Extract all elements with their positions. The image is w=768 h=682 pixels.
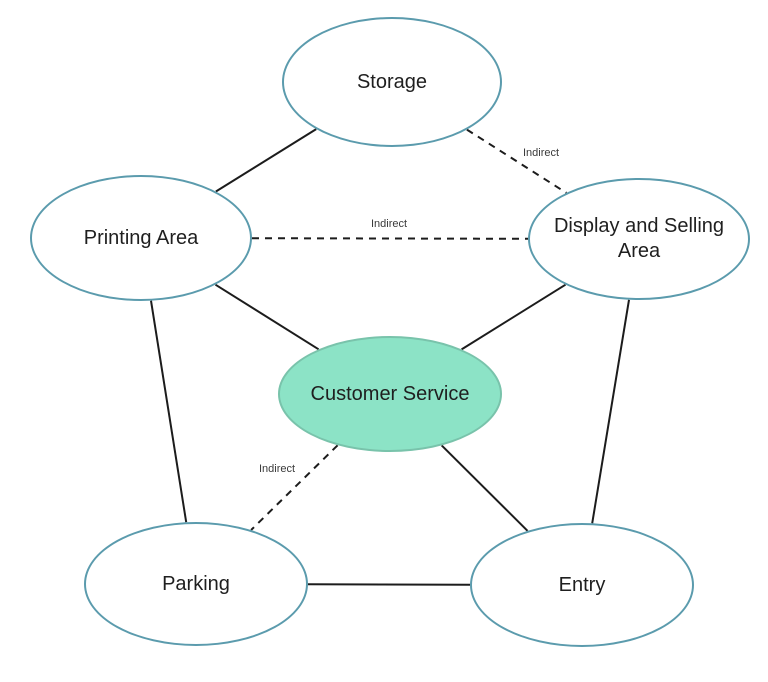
edge-label-customerservice-parking: Indirect [258,463,296,475]
node-printing-area: Printing Area [30,175,252,301]
node-entry-label: Entry [558,573,606,596]
node-parking-label: Parking [162,572,230,595]
node-storage-label: Storage [356,70,428,93]
edge-storage--display-selling-area-indirect [466,128,567,194]
node-customer-service: Customer Service [278,336,502,452]
node-parking: Parking [84,522,308,646]
node-entry: Entry [470,523,694,647]
node-storage: Storage [282,17,502,147]
node-printing-area-label: Printing Area [83,226,199,249]
edge-label-storage-display: Indirect [522,147,560,159]
edge-label-printing-display: Indirect [370,218,408,230]
node-display-and-selling-area-label: Display and Selling Area [553,215,725,262]
edge-customer-service--entry [440,444,529,532]
edge-printing-area--parking [150,300,188,523]
edge-display-selling-area--entry [591,299,630,524]
edge-display-selling-area--customer-service [461,283,567,351]
edge-customer-service--parking-indirect [250,444,339,531]
edge-printing-area--customer-service [214,283,320,351]
node-display-and-selling-area: Display and Selling Area [528,178,750,300]
edge-storage--printing-area [215,128,317,193]
edge-printing-area--display-selling-area-indirect [251,237,529,240]
node-customer-service-label: Customer Service [310,382,470,405]
